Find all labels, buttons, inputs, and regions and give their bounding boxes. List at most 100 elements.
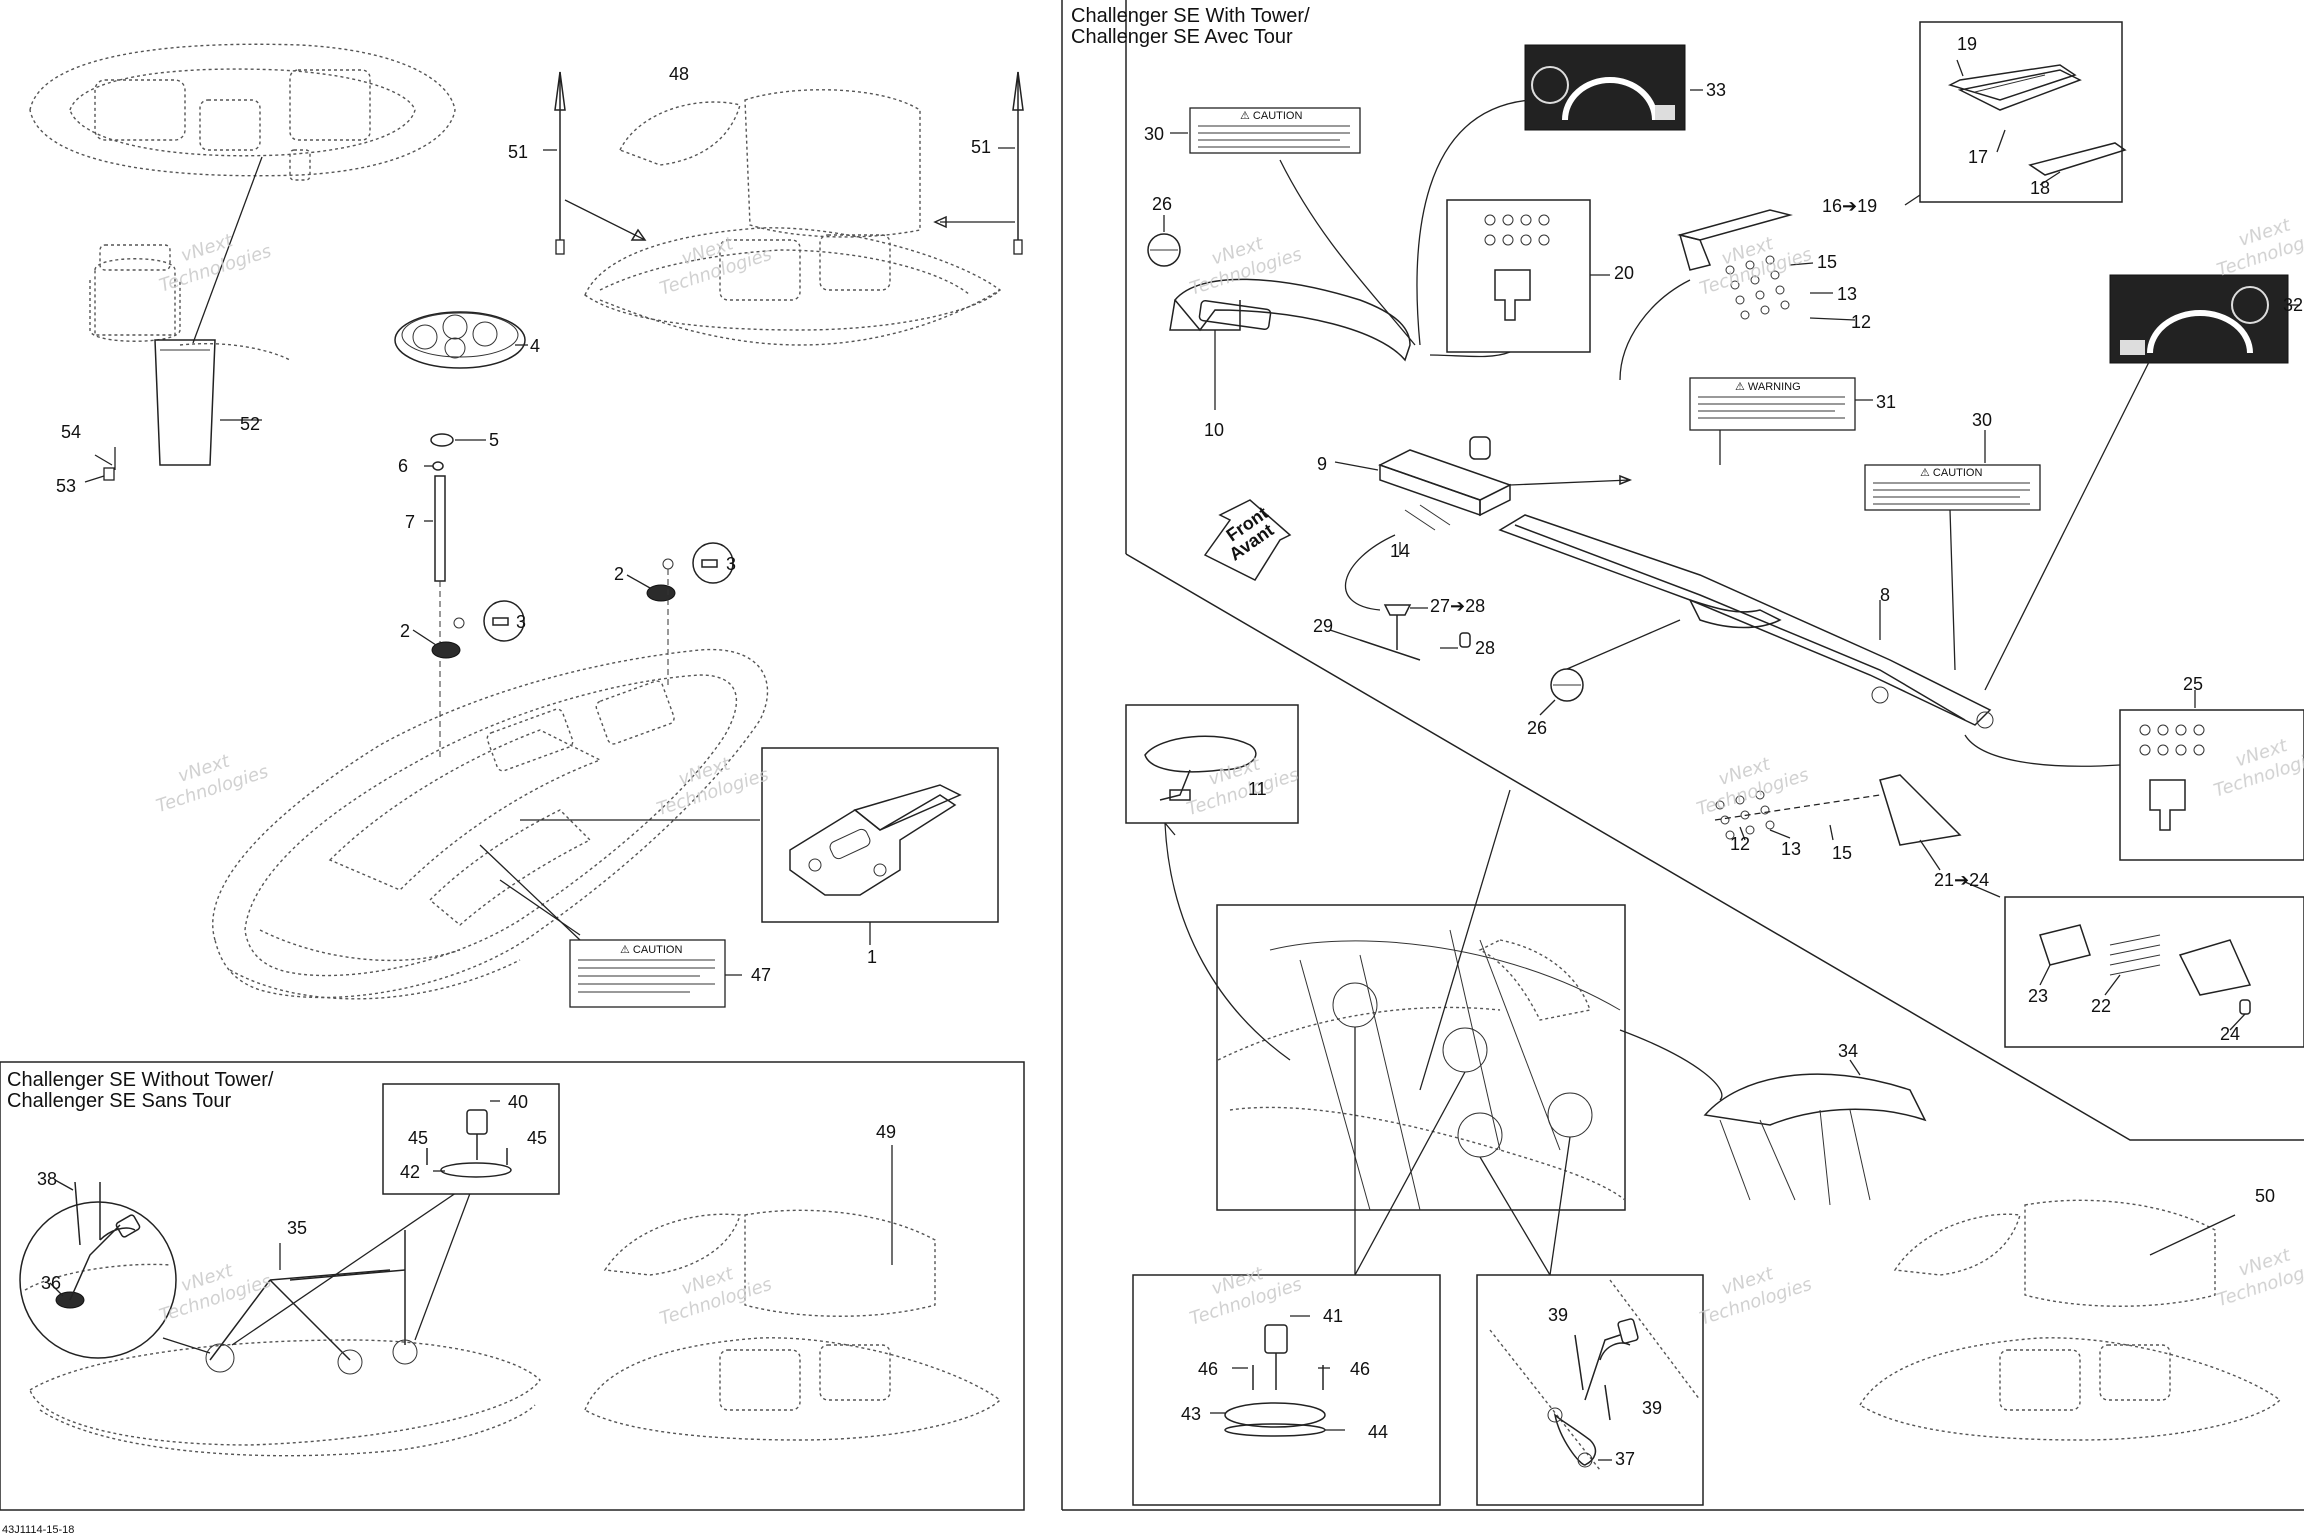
callout-52: 52 [240,414,260,434]
mount-detail-19 [1904,21,2127,206]
callout-46b: 46 [1350,1359,1370,1379]
callout-38: 38 [37,1169,57,1189]
callout-19: 19 [1957,34,1977,54]
caution-label-30-right: ⚠ CAUTION [1864,430,2041,671]
svg-text:⚠ CAUTION: ⚠ CAUTION [620,944,682,956]
callouts: 1 2 2 3 3 4 5 6 7 8 9 10 11 12 12 13 13 … [37,34,2303,1469]
boat-top-view [29,43,456,181]
svg-text:Challenger SE Avec Tour: Challenger SE Avec Tour [1071,26,1293,48]
part-code: 43J1114-15-18 [2,1524,74,1536]
callout-24: 24 [2220,1024,2240,1044]
callout-3a: 3 [726,554,736,574]
callout-15b: 15 [1832,843,1852,863]
callout-50: 50 [2255,1186,2275,1206]
callout-13b: 13 [1781,839,1801,859]
washer-26 [1539,619,1681,716]
front-arrow: Front Avant [1203,499,1292,581]
callout-6: 6 [398,456,408,476]
callout-2a: 2 [614,564,624,584]
callout-47: 47 [751,965,771,985]
callout-53: 53 [56,476,76,496]
svg-text:Challenger SE Sans Tour: Challenger SE Sans Tour [7,1090,232,1112]
callout-18: 18 [2030,178,2050,198]
tower-base-9 [1334,436,1633,555]
tower-perspective-view [1164,789,1723,1276]
bimini-poles [543,71,1024,255]
section-title-without-tower: Challenger SE Without Tower/ Challenger … [7,1069,274,1112]
boat-with-cover-49 [584,1145,1002,1441]
boat-main-iso [212,648,769,1000]
display-label-32 [1984,274,2300,691]
caution-label-30-top: ⚠ CAUTION [1170,107,1416,346]
callout-54: 54 [61,422,81,442]
bracket-kit-21-24 [1964,881,2304,1048]
drain-caps [412,542,734,685]
callout-39b: 39 [1642,1398,1662,1418]
bimini-mount-detail-40 [382,1083,560,1195]
callout-12a: 12 [1851,312,1871,332]
callout-48: 48 [669,64,689,84]
section-title-with-tower: Challenger SE With Tower/ Challenger SE … [1071,5,1310,48]
callout-36: 36 [41,1273,61,1293]
hardware-kit-20 [1429,199,1610,358]
hardware-kit-25 [1964,690,2304,861]
callout-21: 21➔24 [1934,870,1989,890]
svg-text:Challenger SE With Tower/: Challenger SE With Tower/ [1071,5,1310,27]
callout-26b: 26 [1527,718,1547,738]
callout-42: 42 [400,1162,420,1182]
callout-40: 40 [508,1092,528,1112]
callout-2b: 2 [400,621,410,641]
svg-text:⚠ WARNING: ⚠ WARNING [1735,381,1801,393]
callout-13a: 13 [1837,284,1857,304]
callout-8: 8 [1880,585,1890,605]
boat-with-cover-50 [1859,1199,2282,1441]
callout-51a: 51 [508,142,528,162]
svg-text:⚠ CAUTION: ⚠ CAUTION [1240,110,1302,122]
callout-51b: 51 [971,137,991,157]
callout-34: 34 [1838,1041,1858,1061]
callout-26a: 26 [1152,194,1172,214]
callout-20: 20 [1614,263,1634,283]
callout-3b: 3 [516,612,526,632]
deck-plate-detail [761,747,999,945]
callout-1: 1 [867,947,877,967]
callout-27: 27➔28 [1430,596,1485,616]
callout-28: 28 [1475,638,1495,658]
callout-29: 29 [1313,616,1333,636]
callout-44: 44 [1368,1422,1388,1442]
callout-16: 16➔19 [1822,196,1877,216]
callout-49: 49 [876,1122,896,1142]
mount-detail-37 [1476,1274,1704,1506]
callout-23: 23 [2028,986,2048,1006]
callout-10: 10 [1204,420,1224,440]
boat-with-cover-top [584,89,1002,346]
storage-bin-assembly [84,156,291,483]
callout-15a: 15 [1817,252,1837,272]
caution-label-47: ⚠ CAUTION [499,879,742,1008]
callout-35: 35 [287,1218,307,1238]
callout-43: 43 [1181,1404,1201,1424]
callout-30b: 30 [1972,410,1992,430]
callout-5: 5 [489,430,499,450]
callout-41: 41 [1323,1306,1343,1326]
cup-holder-stack [394,311,528,760]
mount-detail-41 [1132,1274,1441,1506]
callout-9: 9 [1317,454,1327,474]
callout-7: 7 [405,512,415,532]
callout-17: 17 [1968,147,1988,167]
tower-tubes-8 [1498,514,1994,729]
callout-25: 25 [2183,674,2203,694]
callout-31: 31 [1876,392,1896,412]
svg-text:⚠ CAUTION: ⚠ CAUTION [1920,467,1982,479]
callout-14: 14 [1390,541,1410,561]
callout-12b: 12 [1730,834,1750,854]
tower-arch-10 [1147,215,1411,410]
callout-32: 32 [2283,295,2303,315]
callout-45b: 45 [527,1128,547,1148]
callout-45a: 45 [408,1128,428,1148]
fitting-27-29 [1329,534,1471,661]
warning-label-31: ⚠ WARNING [1689,377,1873,465]
callout-4: 4 [530,336,540,356]
